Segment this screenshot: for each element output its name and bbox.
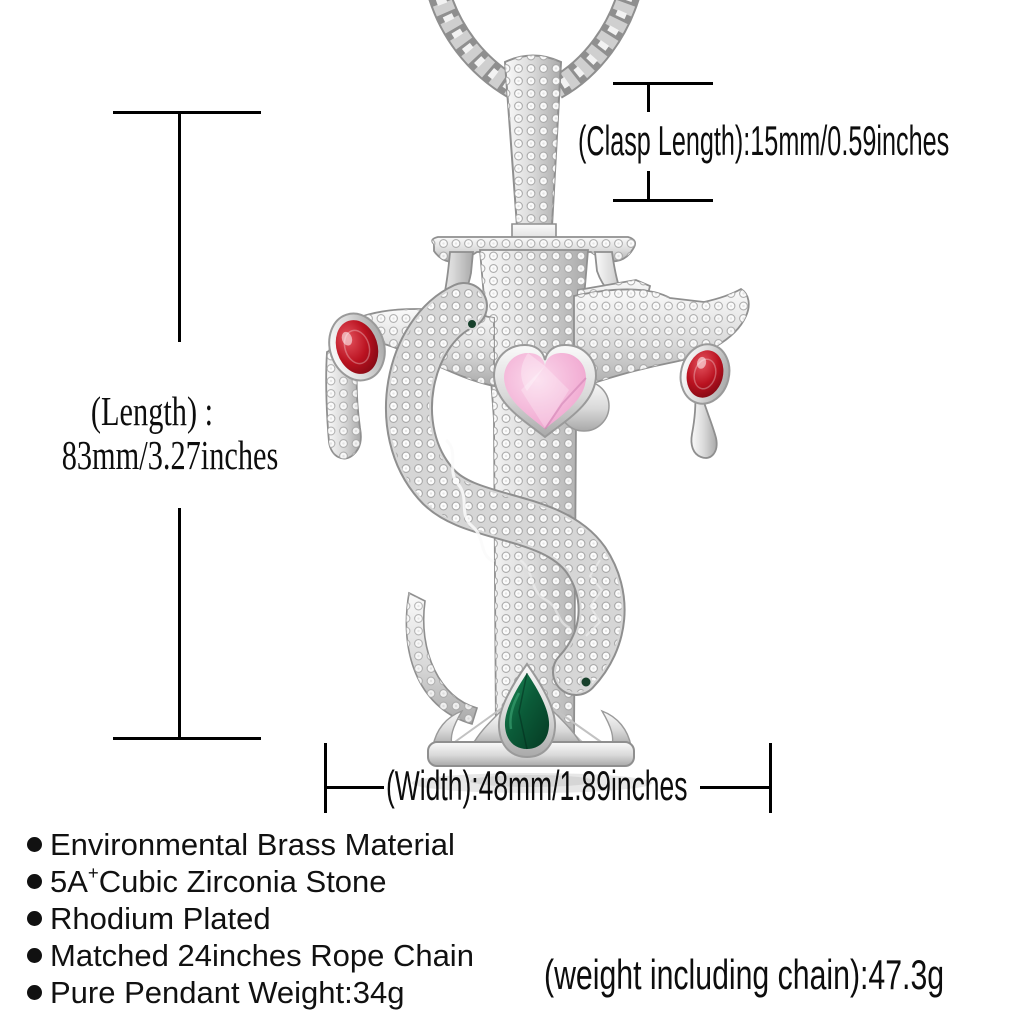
- feature-item: Environmental Brass Material: [27, 826, 474, 863]
- width-label: (Width):48mm/1.89inches: [386, 762, 688, 809]
- width-dim-line-left: [324, 786, 384, 789]
- clasp-dim-line-bottom: [647, 171, 650, 201]
- band-zigzag-edge: [585, 559, 604, 637]
- length-dim-line-bottom: [178, 508, 181, 739]
- gem-red-right: [679, 343, 731, 405]
- bullet-icon: [27, 985, 42, 1000]
- feature-item: 5A + Cubic Zirconia Stone: [27, 862, 474, 900]
- serpent-tail-hook: [405, 592, 478, 725]
- pendant-photo: [325, 0, 750, 793]
- bullet-icon: [27, 837, 42, 852]
- pendant-reflection: [412, 773, 652, 793]
- length-dim-cap-top: [113, 111, 261, 114]
- feature-text-rest: Cubic Zirconia Stone: [98, 863, 387, 899]
- length-label-line2: 83mm/3.27inches: [61, 432, 279, 478]
- length-dim-line-top: [178, 111, 181, 342]
- feature-text-prefix: 5A: [50, 863, 88, 899]
- gem-green-pear: [497, 663, 557, 758]
- length-label-line1: (Length) :: [90, 388, 214, 434]
- feature-item: Matched 24inches Rope Chain: [27, 937, 474, 974]
- weight-label: (weight including chain):47.3g: [544, 951, 945, 998]
- serpent-eye-bottom: [579, 675, 593, 689]
- bullet-icon: [27, 874, 42, 889]
- band-script-engraving-2: [519, 559, 571, 630]
- bullet-icon: [27, 948, 42, 963]
- rope-chain: [428, 0, 640, 99]
- rope-chain-right-strand: [549, 0, 640, 99]
- clasp-label: (Clasp Length):15mm/0.59inches: [578, 117, 950, 164]
- gem-pink-heart: [493, 344, 610, 438]
- serpent-eye-top: [466, 318, 478, 330]
- feature-text: Rhodium Plated: [50, 900, 271, 936]
- band-script-engraving: [444, 438, 495, 564]
- clasp-dim-cap-top: [613, 82, 713, 85]
- rope-chain-left-strand: [428, 0, 521, 99]
- feature-item: Pure Pendant Weight:34g: [27, 974, 474, 1011]
- feature-text-sup: +: [87, 862, 99, 884]
- width-dim-tick-right: [769, 743, 772, 813]
- feature-text: Matched 24inches Rope Chain: [50, 937, 474, 973]
- clasp-dim-line-top: [647, 82, 650, 112]
- cross-body: [325, 236, 750, 741]
- bullet-icon: [27, 911, 42, 926]
- feature-item: Rhodium Plated: [27, 900, 474, 937]
- feature-text: Pure Pendant Weight:34g: [50, 974, 405, 1010]
- clasp-dim-cap-bottom: [613, 199, 713, 202]
- gem-red-left: [328, 312, 386, 382]
- pendant-bail: [503, 54, 565, 260]
- width-dim-line-right: [700, 786, 772, 789]
- length-dim-cap-bottom: [113, 737, 261, 740]
- feature-list: Environmental Brass Material 5A + Cubic …: [27, 826, 474, 1011]
- width-dim-tick-left: [324, 743, 327, 813]
- length-label: (Length) : 83mm/3.27inches: [61, 388, 279, 478]
- feature-text: Environmental Brass Material: [50, 826, 455, 862]
- serpent-band: [405, 306, 604, 725]
